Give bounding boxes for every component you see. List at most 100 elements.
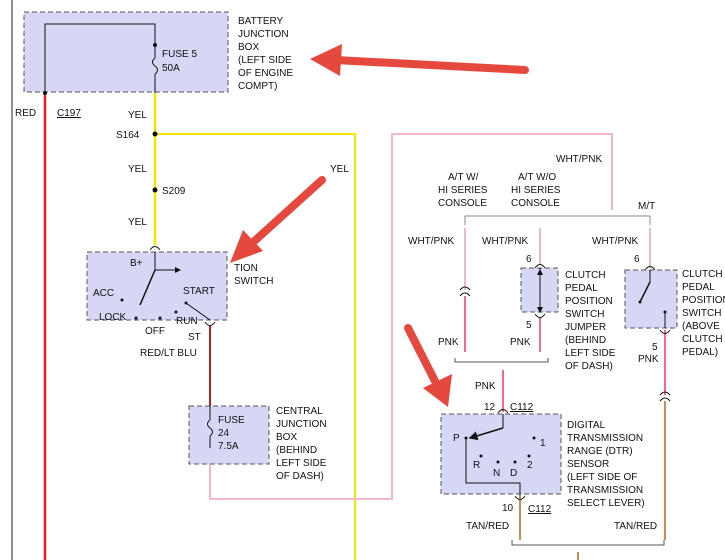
central-junction-box: FUSE 24 7.5A CENTRAL JUNCTION BOX (BEHIN… (188, 405, 327, 482)
svg-text:5: 5 (652, 342, 658, 353)
annotation-arrows (230, 44, 529, 407)
svg-text:PEDAL: PEDAL (565, 283, 598, 294)
svg-text:SENSOR: SENSOR (567, 459, 609, 470)
svg-text:BOX: BOX (238, 42, 259, 53)
wire-label-tan-red-mt: TAN/RED (614, 521, 657, 532)
svg-text:POSITION: POSITION (565, 296, 613, 307)
clutch-pedal-switch: 6 5 CLUTCH PEDAL POSITION SWITCH (ABOVE … (624, 254, 725, 358)
svg-text:6: 6 (526, 254, 532, 265)
dtr-sensor-label: DIGITAL (567, 420, 606, 431)
clutch-switch-label: CLUTCH (682, 269, 723, 280)
wire-label-tan-red-dtr: TAN/RED (466, 521, 509, 532)
splice-s209: S209 (162, 186, 186, 197)
svg-text:N: N (493, 468, 500, 479)
svg-text:POSITION: POSITION (682, 295, 725, 306)
battery-junction-box: FUSE 5 50A BATTERY JUNCTION BOX (LEFT SI… (23, 11, 293, 95)
svg-text:PEDAL): PEDAL) (682, 347, 718, 358)
svg-text:D: D (510, 468, 517, 479)
wire-label-yel-2: YEL (128, 164, 147, 175)
arrow-dtr-icon (404, 324, 452, 407)
svg-text:CLUTCH: CLUTCH (682, 334, 723, 345)
svg-text:LEFT SIDE: LEFT SIDE (565, 348, 616, 359)
svg-text:PEDAL: PEDAL (682, 282, 715, 293)
svg-text:SWITCH: SWITCH (234, 276, 273, 287)
connector-c197: C197 (57, 108, 81, 119)
arrow-ignition-icon (230, 176, 326, 263)
splice-s164-dot (152, 131, 158, 137)
svg-text:(LEFT SIDE: (LEFT SIDE (238, 55, 292, 66)
svg-text:BOX: BOX (276, 432, 297, 443)
svg-text:5: 5 (526, 320, 532, 331)
svg-text:LOCK: LOCK (99, 312, 127, 323)
svg-text:(LEFT SIDE OF: (LEFT SIDE OF (567, 472, 637, 483)
svg-text:JUMPER: JUMPER (565, 322, 606, 333)
wire-label-pnk-dtr: PNK (475, 381, 496, 392)
wire-yel-branch (155, 133, 356, 560)
pnk-bracket (454, 358, 549, 363)
svg-text:OF DASH): OF DASH) (565, 361, 613, 372)
svg-text:50A: 50A (162, 63, 180, 74)
svg-text:B+: B+ (130, 258, 143, 269)
svg-text:6: 6 (634, 254, 640, 265)
svg-text:(BEHIND: (BEHIND (565, 335, 606, 346)
svg-text:7.5A: 7.5A (218, 441, 239, 452)
svg-text:SWITCH: SWITCH (682, 308, 721, 319)
wire-label-wht-pnk-mt: WHT/PNK (592, 236, 638, 247)
clutch-pedal-jumper: 6 5 CLUTCH PEDAL POSITION SWITCH JUMPER … (520, 254, 616, 372)
bottom-bracket (511, 540, 665, 546)
fuse5-label: FUSE 5 (162, 49, 197, 60)
svg-text:12: 12 (484, 402, 496, 413)
svg-text:R: R (473, 460, 480, 471)
ignition-switch: B+ ACC START LOCK OFF RUN ST TION SWITCH (86, 246, 273, 343)
svg-text:START: START (183, 286, 215, 297)
svg-text:HI SERIES: HI SERIES (438, 185, 488, 196)
wire-label-wht-pnk-wo: WHT/PNK (482, 236, 528, 247)
svg-text:TRANSMISSION: TRANSMISSION (567, 433, 643, 444)
svg-text:CONSOLE: CONSOLE (438, 198, 487, 209)
connector-glyph-hi (459, 286, 471, 291)
svg-text:SWITCH: SWITCH (565, 309, 604, 320)
connector-c112-bottom: C112 (528, 504, 552, 515)
svg-text:OF DASH): OF DASH) (276, 471, 324, 482)
splice-s209-dot (152, 187, 158, 193)
wires (43, 93, 666, 560)
wire-label-pnk-mt: PNK (638, 354, 659, 365)
svg-text:TRANSMISSION: TRANSMISSION (567, 485, 643, 496)
svg-text:CONSOLE: CONSOLE (511, 198, 560, 209)
svg-text:LEFT SIDE: LEFT SIDE (276, 458, 327, 469)
battery-box-label: BATTERY (238, 16, 284, 27)
svg-text:OF ENGINE: OF ENGINE (238, 68, 293, 79)
svg-text:RUN: RUN (176, 316, 198, 327)
svg-text:JUNCTION: JUNCTION (276, 419, 327, 430)
wire-label-wht-pnk-main: WHT/PNK (556, 154, 602, 165)
arrow-battery-icon (310, 44, 529, 76)
wire-label-yel-branch: YEL (330, 164, 349, 175)
svg-text:(BEHIND: (BEHIND (276, 445, 317, 456)
wire-label-pnk-hi: PNK (438, 337, 459, 348)
wire-wht-pnk-main (209, 133, 613, 500)
svg-text:10: 10 (502, 503, 514, 514)
svg-text:ST: ST (188, 332, 201, 343)
wire-label-yel-3: YEL (128, 217, 147, 228)
fuse24-label: FUSE (218, 415, 245, 426)
connector-glyph-mt (659, 391, 671, 396)
splice-s164: S164 (116, 130, 140, 141)
svg-text:P: P (453, 433, 460, 444)
svg-text:24: 24 (218, 428, 230, 439)
wire-label-red-lt-blu: RED/LT BLU (140, 348, 197, 359)
svg-text:COMPT): COMPT) (238, 81, 277, 92)
wire-label-wht-pnk-hi: WHT/PNK (408, 236, 454, 247)
branch-at-wo: A/T W/O (518, 172, 556, 183)
wire-label-pnk-wo: PNK (510, 337, 531, 348)
svg-text:SELECT LEVER): SELECT LEVER) (567, 498, 645, 509)
svg-text:HI SERIES: HI SERIES (511, 185, 561, 196)
svg-text:1: 1 (540, 438, 546, 449)
svg-text:(ABOVE: (ABOVE (682, 321, 720, 332)
wire-label-yel-1: YEL (128, 110, 147, 121)
svg-text:RANGE (DTR): RANGE (DTR) (567, 446, 633, 457)
fuse-icon (152, 57, 158, 75)
dtr-sensor: 12 C112 P 1 R N D 2 10 C112 DIGITAL TRAN… (440, 402, 645, 515)
svg-text:ACC: ACC (93, 288, 114, 299)
central-box-label: CENTRAL (276, 406, 323, 417)
